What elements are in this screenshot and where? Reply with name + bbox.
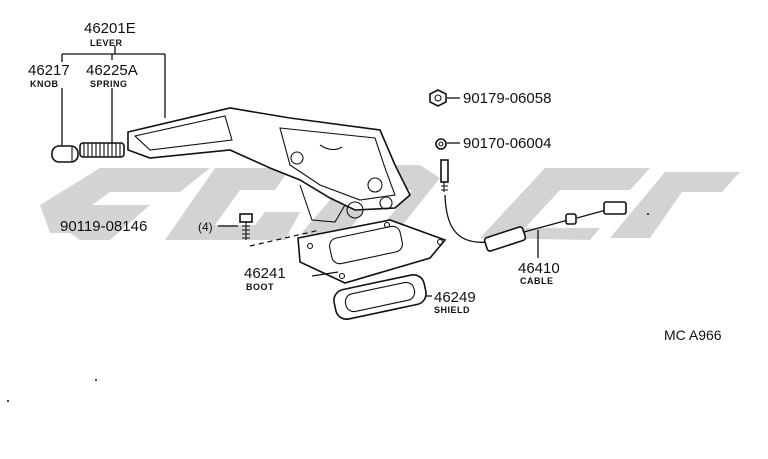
knob-name: KNOB	[30, 79, 59, 89]
lever-part	[127, 107, 411, 223]
lever-number: 46201E	[84, 20, 136, 37]
cable-number: 46410	[518, 260, 560, 277]
boot-number: 46241	[244, 265, 286, 282]
boot-part	[297, 219, 447, 284]
nut-part	[429, 89, 460, 107]
watermark-shape-1	[40, 168, 210, 240]
spring-number: 46225A	[86, 62, 138, 79]
bolt-qty: (4)	[198, 220, 213, 234]
speck-3	[647, 213, 649, 215]
diagram-code: MC A966	[664, 327, 722, 343]
washer-number: 90170-06004	[463, 135, 551, 152]
knob-number: 46217	[28, 62, 70, 79]
shield-number: 46249	[434, 289, 476, 306]
cable-name: CABLE	[520, 276, 554, 286]
watermark-shape-5	[610, 172, 740, 238]
bolt-number: 90119-08146	[60, 218, 147, 235]
boot-name: BOOT	[246, 282, 274, 292]
bolt-part	[218, 213, 321, 247]
nut-number: 90179-06058	[463, 90, 551, 107]
washer-part	[435, 138, 460, 150]
watermark-shape-4	[480, 168, 650, 240]
cable-part	[440, 159, 627, 258]
shield-name: SHIELD	[434, 305, 470, 315]
lever-name: LEVER	[90, 38, 123, 48]
watermark-shape-2	[165, 168, 300, 240]
knob-part	[51, 145, 79, 163]
spring-part	[79, 142, 125, 158]
speck-2	[7, 400, 9, 402]
spring-name: SPRING	[90, 79, 128, 89]
shield-part	[333, 274, 432, 320]
speck-1	[95, 379, 97, 381]
lever-leaders	[61, 46, 166, 148]
